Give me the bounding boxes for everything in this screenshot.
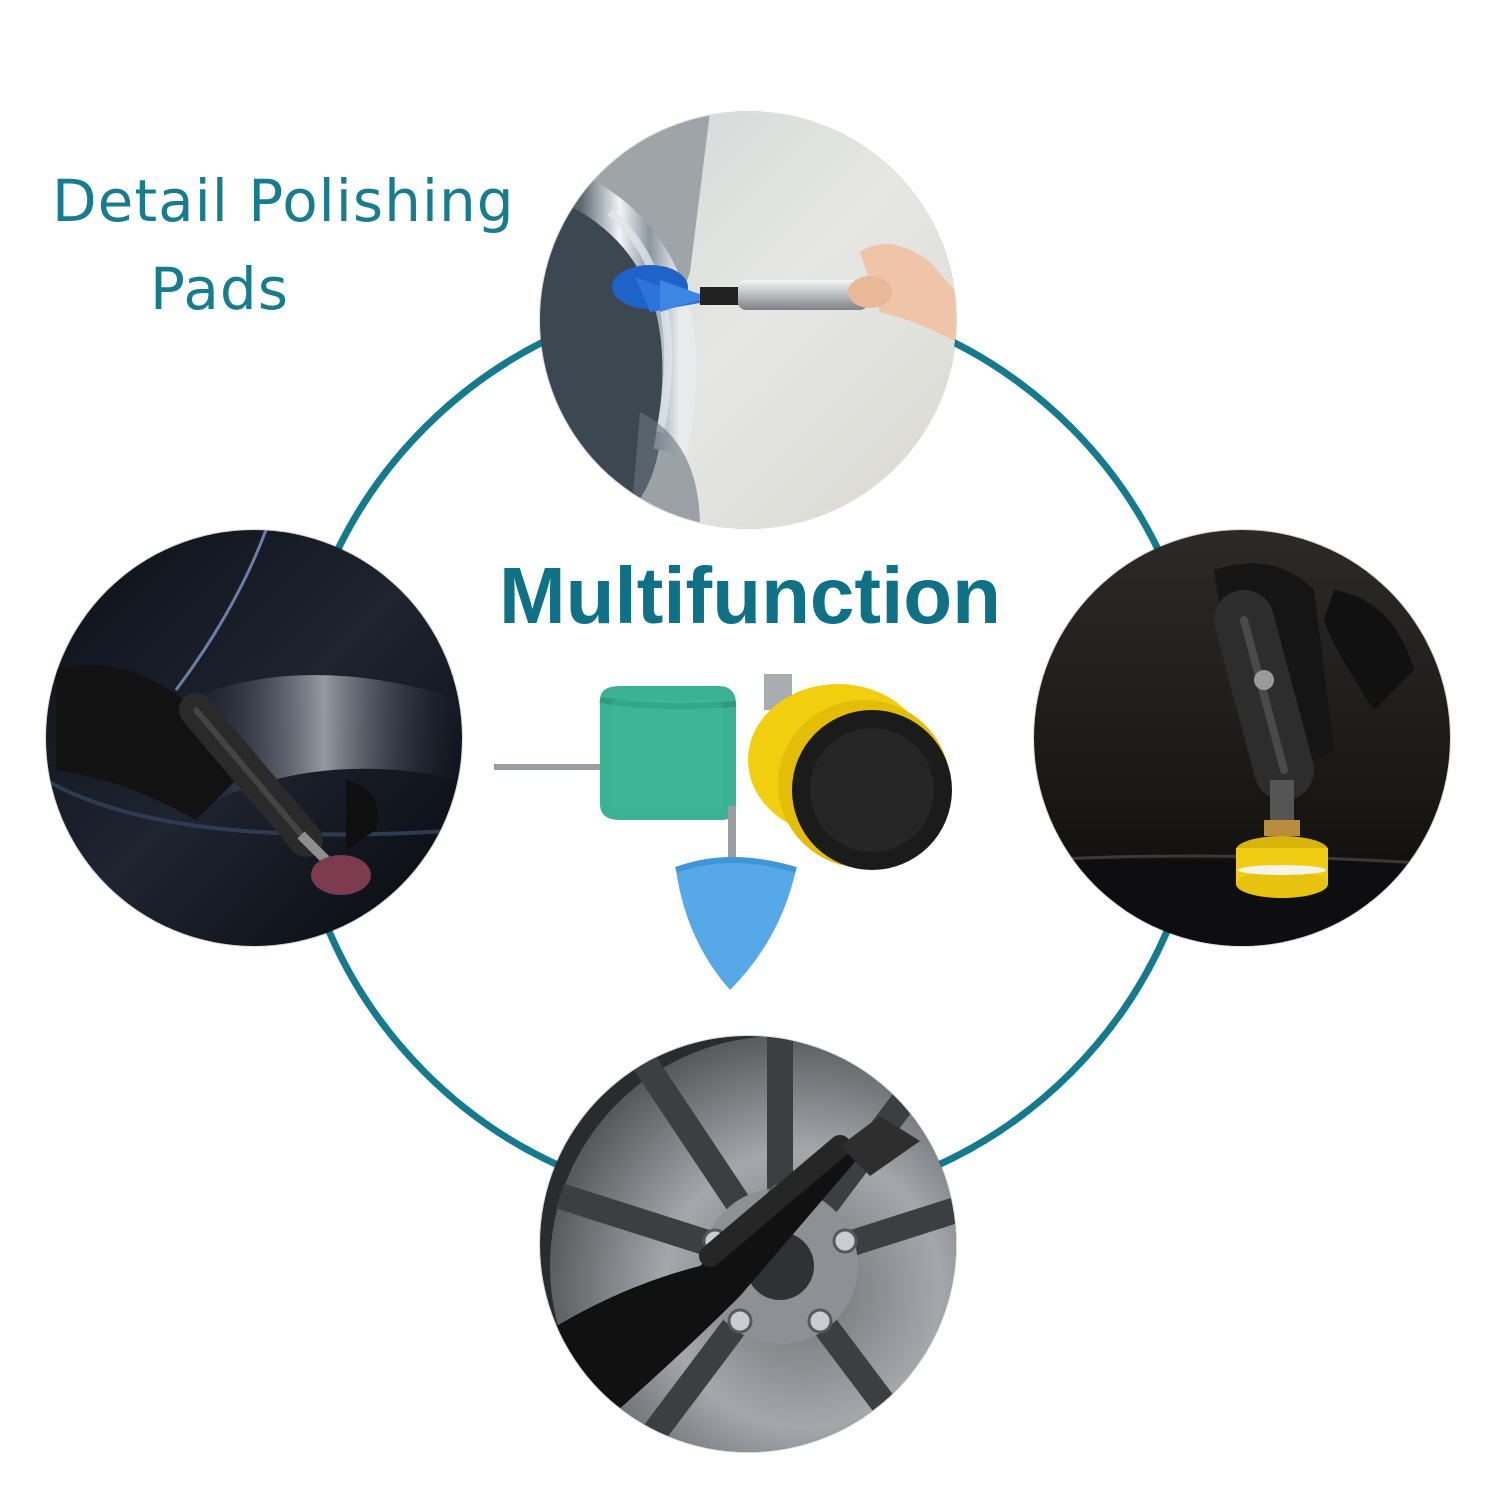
- photo-wheel-illustration: [540, 1036, 956, 1452]
- photo-car-body-illustration: [46, 530, 462, 946]
- blue-cone-pad: [674, 806, 797, 990]
- product-pads-illustration: [494, 674, 952, 990]
- heading-line-1: Detail Polishing: [52, 167, 515, 235]
- photo-surface-polishing: [1034, 530, 1450, 946]
- photo-surface-illustration: [1034, 530, 1450, 946]
- product-pad-set: [480, 660, 980, 1000]
- center-title: Multifunction: [498, 551, 1002, 640]
- photo-car-body-polishing: [46, 530, 462, 946]
- green-cylinder-pad: [494, 686, 737, 820]
- photo-wheel-polishing: [540, 1036, 956, 1452]
- yellow-hook-loop-pad: [748, 674, 952, 870]
- heading-line-2: Pads: [150, 255, 289, 323]
- photo-chrome-trim-polishing: [540, 112, 956, 528]
- photo-chrome-trim-illustration: [540, 112, 956, 528]
